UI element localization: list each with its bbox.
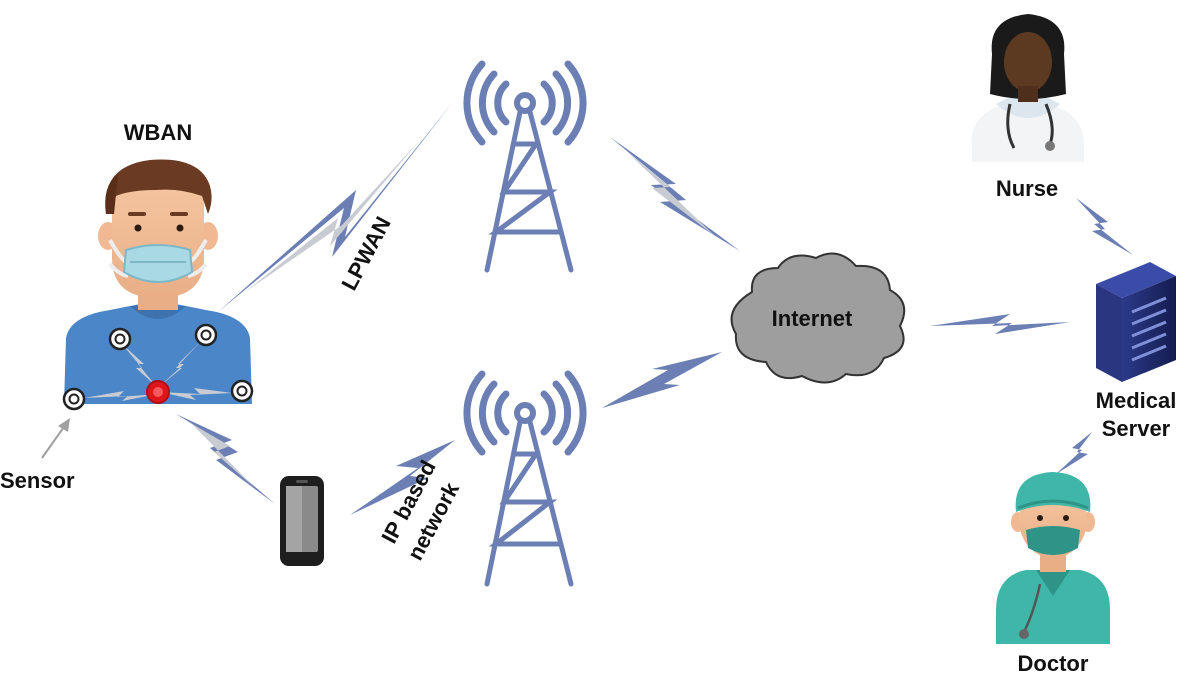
sensor-arrow — [41, 418, 70, 459]
link-tower1-internet — [610, 137, 740, 251]
link-wban-lpwan — [218, 102, 453, 312]
sensor-node-central — [146, 380, 170, 404]
cloud-icon — [730, 252, 906, 384]
link-nurse-server — [1076, 198, 1133, 255]
nurse-label: Nurse — [996, 176, 1058, 201]
medical-server-label-line1: Medical — [1096, 388, 1177, 413]
sensor-node — [230, 379, 254, 403]
sensor-node — [194, 323, 218, 347]
link-server-doctor — [1056, 432, 1092, 474]
server-icon — [1096, 262, 1176, 382]
link-tower2-internet — [602, 352, 722, 408]
patient-icon — [64, 159, 252, 404]
internet-label: Internet — [772, 306, 853, 331]
doctor-label: Doctor — [1018, 651, 1089, 676]
sensor-label: Sensor — [0, 468, 75, 493]
link-phone-tower2 — [350, 440, 455, 515]
medical-server-label-line2: Server — [1102, 416, 1171, 441]
sensor-node — [108, 327, 132, 351]
tower-icon — [463, 60, 587, 273]
wban-label: WBAN — [124, 120, 192, 145]
tower-icon — [463, 370, 587, 587]
nurse-icon — [971, 14, 1085, 162]
doctor-icon — [996, 472, 1110, 644]
sensor-node — [62, 387, 86, 411]
link-internet-server — [930, 314, 1070, 334]
phone-icon — [280, 476, 324, 566]
link-wban-phone — [176, 414, 275, 504]
